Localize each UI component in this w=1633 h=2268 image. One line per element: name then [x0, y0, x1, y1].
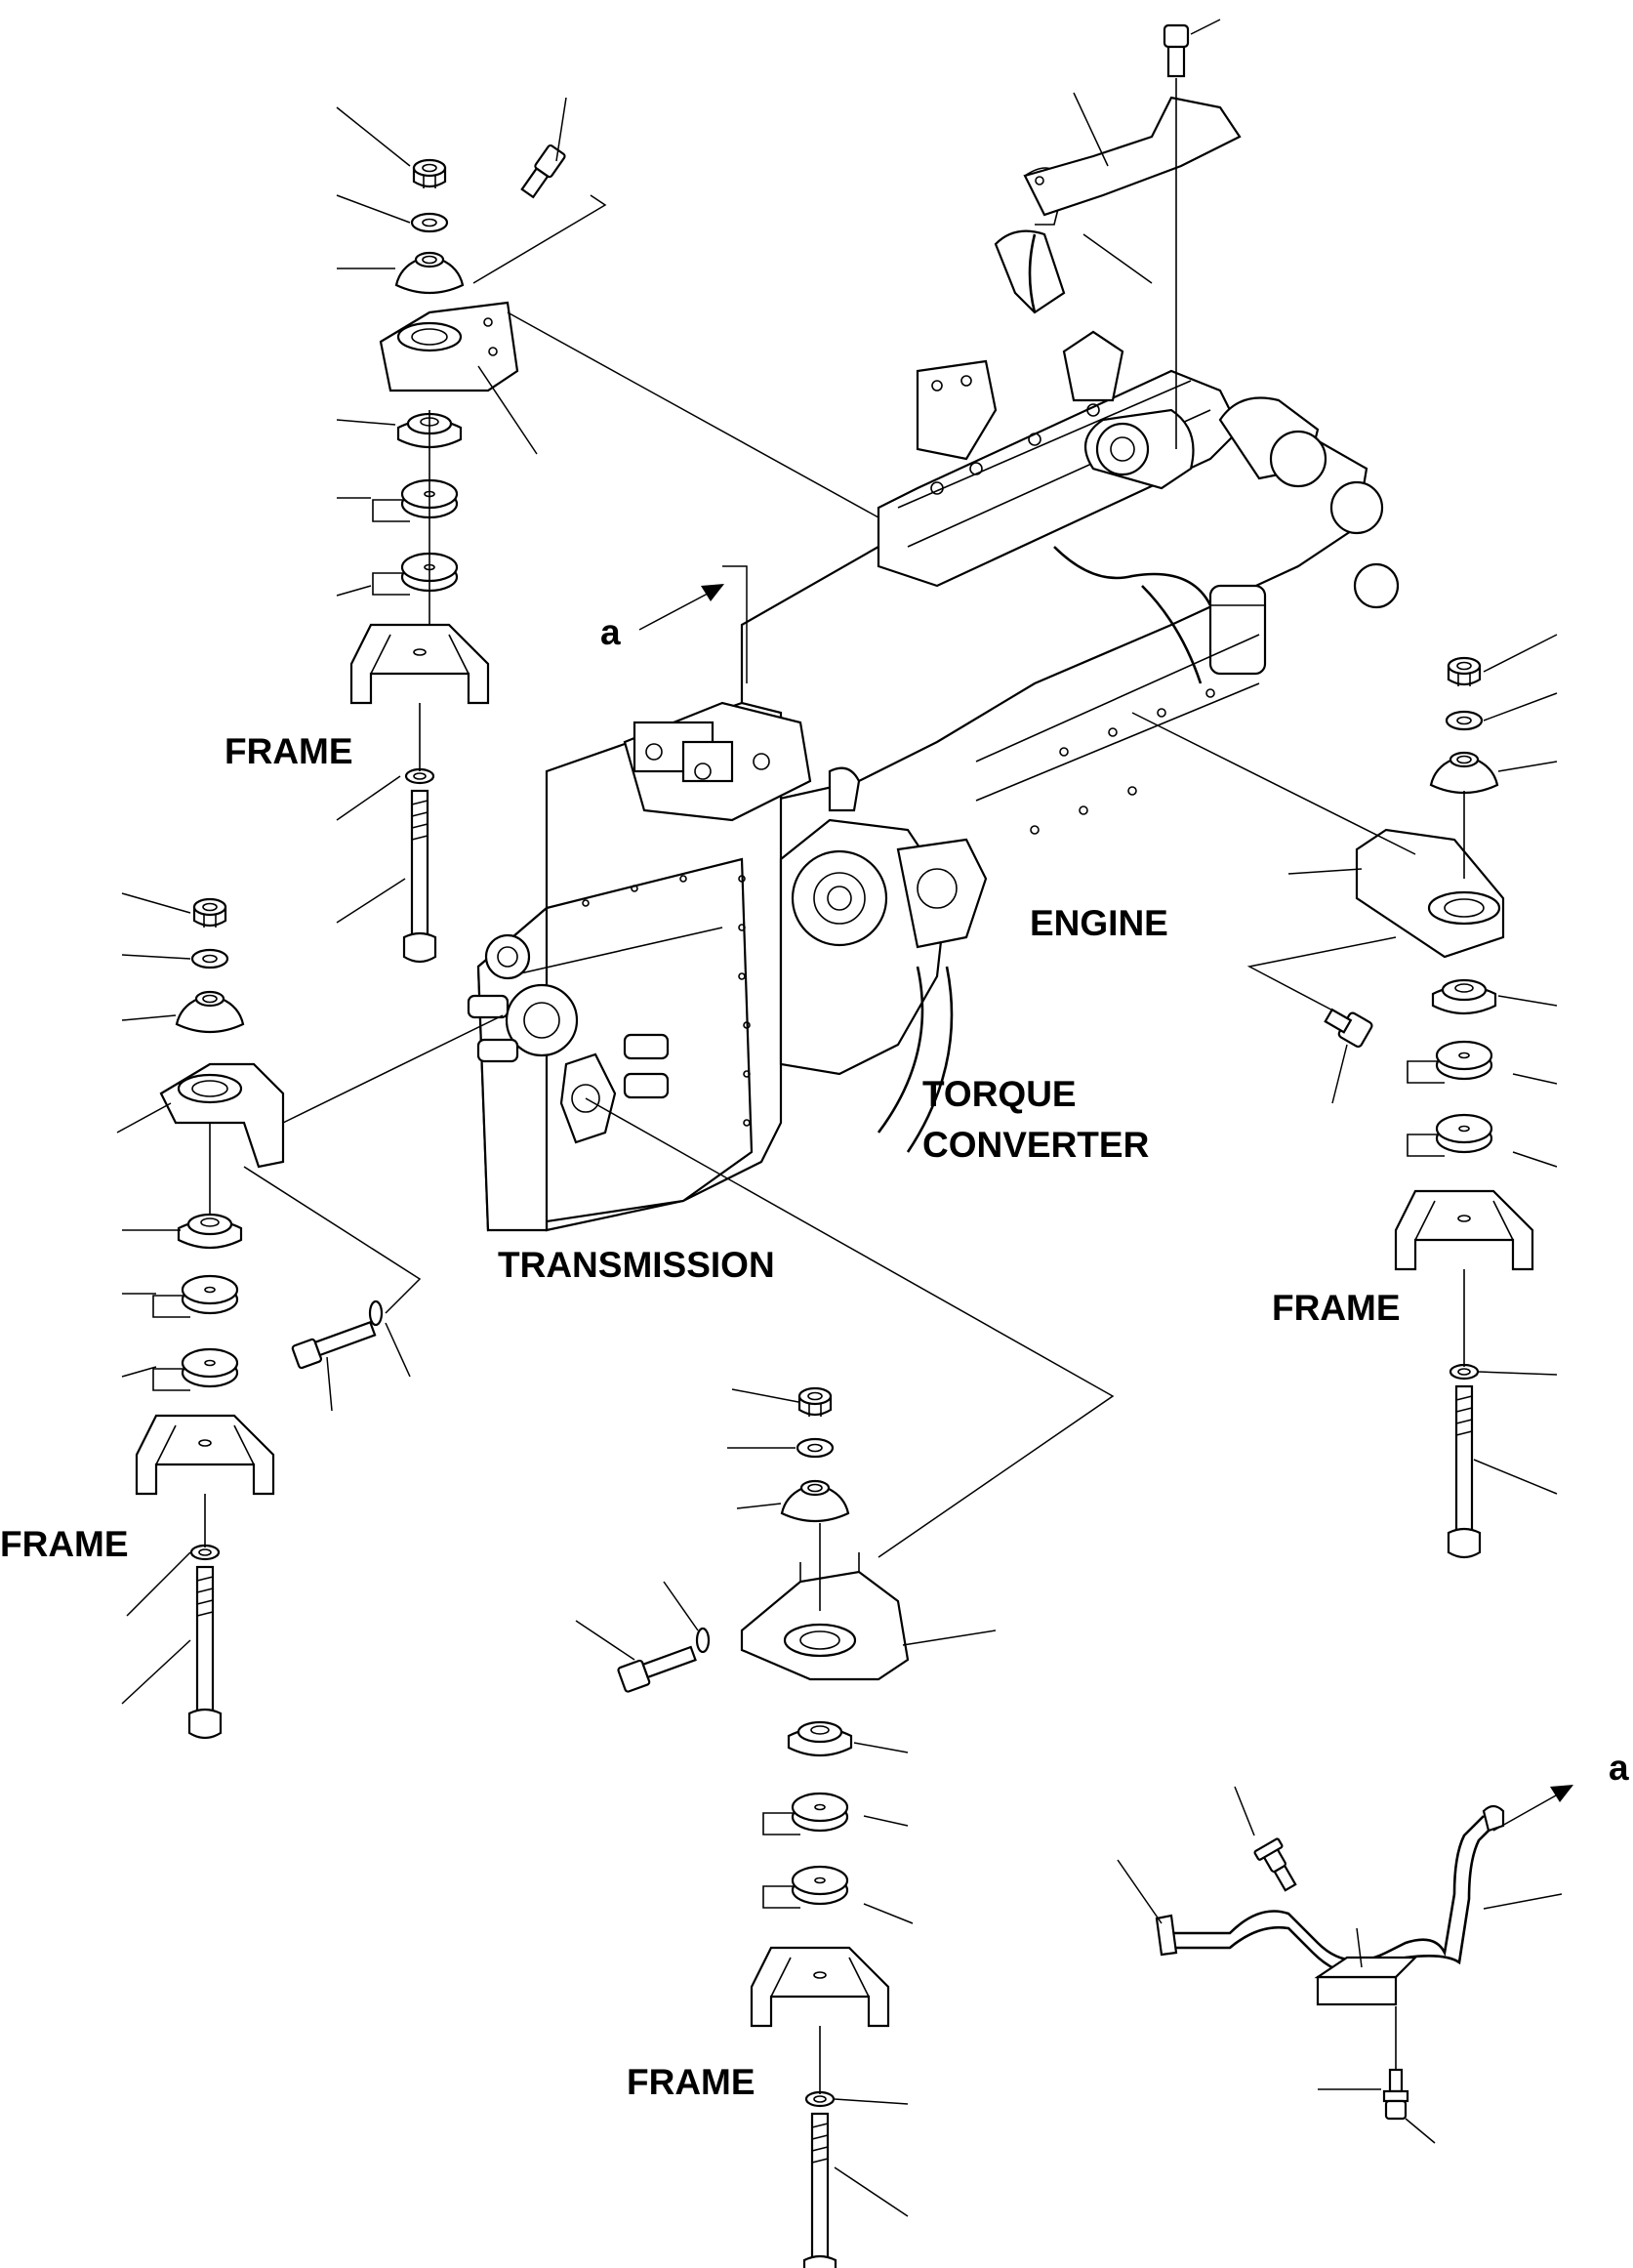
- frame-label-upper-left: FRAME: [225, 731, 353, 771]
- frame-label-bottom: FRAME: [627, 2062, 755, 2102]
- engine-label: ENGINE: [1030, 903, 1168, 943]
- torque-converter-label-line1: TORQUE: [922, 1074, 1077, 1114]
- torque-converter-label-line2: CONVERTER: [922, 1125, 1149, 1165]
- transmission-assembly: [467, 857, 754, 1232]
- mount-right: [1131, 634, 1558, 1559]
- engine-assembly: [740, 167, 1400, 835]
- mount-bottom-center: [575, 1097, 1115, 2268]
- view-ref-label-engine: a: [600, 612, 621, 652]
- frame-label-right: FRAME: [1272, 1288, 1401, 1328]
- mount-upper-left: [336, 97, 879, 964]
- view-ref-label-tube: a: [1609, 1748, 1629, 1788]
- upper-right-bracket: [1023, 19, 1242, 449]
- tube-assembly: [1117, 1785, 1573, 2144]
- frame-label-left: FRAME: [0, 1524, 129, 1564]
- view-arrow-a: [638, 565, 748, 683]
- mount-left: [116, 892, 504, 1740]
- transmission-label: TRANSMISSION: [498, 1245, 775, 1285]
